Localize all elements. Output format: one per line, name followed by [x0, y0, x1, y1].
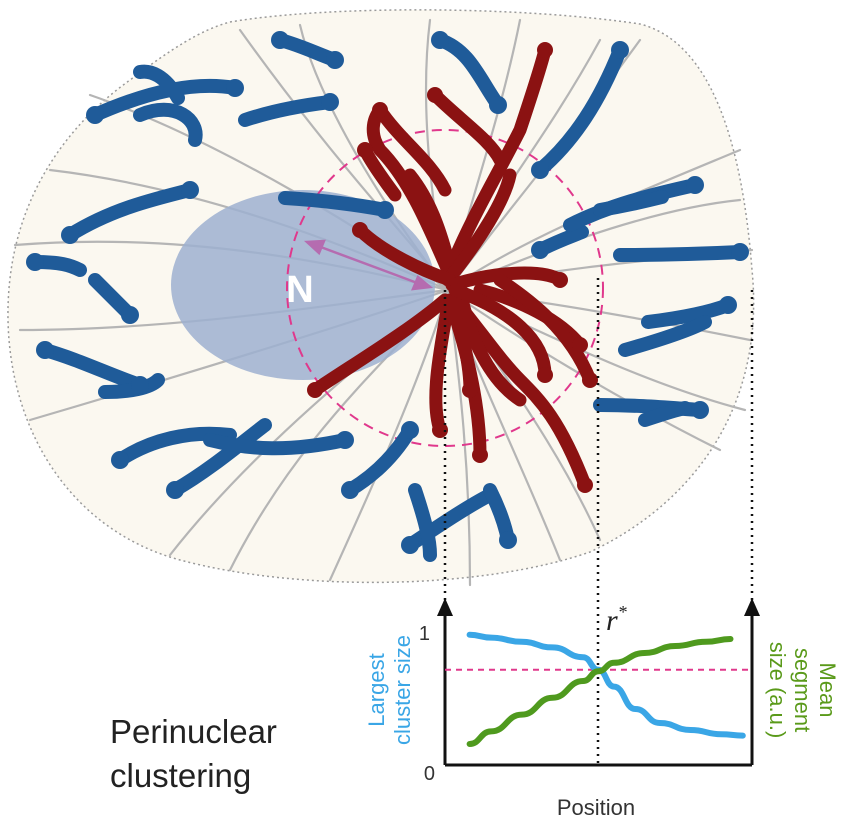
r-star-label: r*: [606, 602, 627, 637]
left-axis-label-line2: cluster size: [390, 635, 415, 745]
x-axis-label: Position: [557, 795, 635, 820]
position-chart: 1 0 r* Position Largest cluster size Mea…: [364, 598, 840, 820]
right-axis-label: Mean segment size (a.u.): [765, 642, 840, 739]
caption-line-1: Perinuclear: [110, 713, 277, 750]
nucleus-label: N: [286, 269, 313, 311]
right-axis-label-line2: segment: [790, 648, 815, 732]
left-axis-label: Largest cluster size: [364, 635, 415, 745]
perinuclear-mitochondria-ends: [307, 42, 598, 493]
left-axis-arrowhead: [437, 598, 453, 616]
caption-line-2: clustering: [110, 757, 252, 794]
radius-arrow: [303, 239, 434, 291]
projection-lines: [443, 278, 754, 765]
y-tick-0: 0: [424, 763, 435, 785]
peripheral-mitochondria-ends: [26, 31, 749, 554]
series-largest-cluster: [466, 631, 746, 739]
right-axis-arrowhead: [744, 598, 760, 616]
right-axis-label-line3: size (a.u.): [765, 642, 790, 739]
peripheral-mitochondria: [28, 33, 747, 562]
left-axis-label-line1: Largest: [364, 653, 389, 726]
r-star-label-superscript: *: [618, 602, 627, 622]
right-axis-label-line1: Mean: [815, 662, 840, 717]
series-mean-segment: [466, 636, 734, 747]
r-star-label-r: r: [606, 604, 618, 637]
caption: Perinuclear clustering: [110, 710, 277, 798]
y-tick-1: 1: [419, 623, 430, 645]
series-layer: [466, 631, 746, 747]
cluster-boundary: [286, 129, 604, 447]
